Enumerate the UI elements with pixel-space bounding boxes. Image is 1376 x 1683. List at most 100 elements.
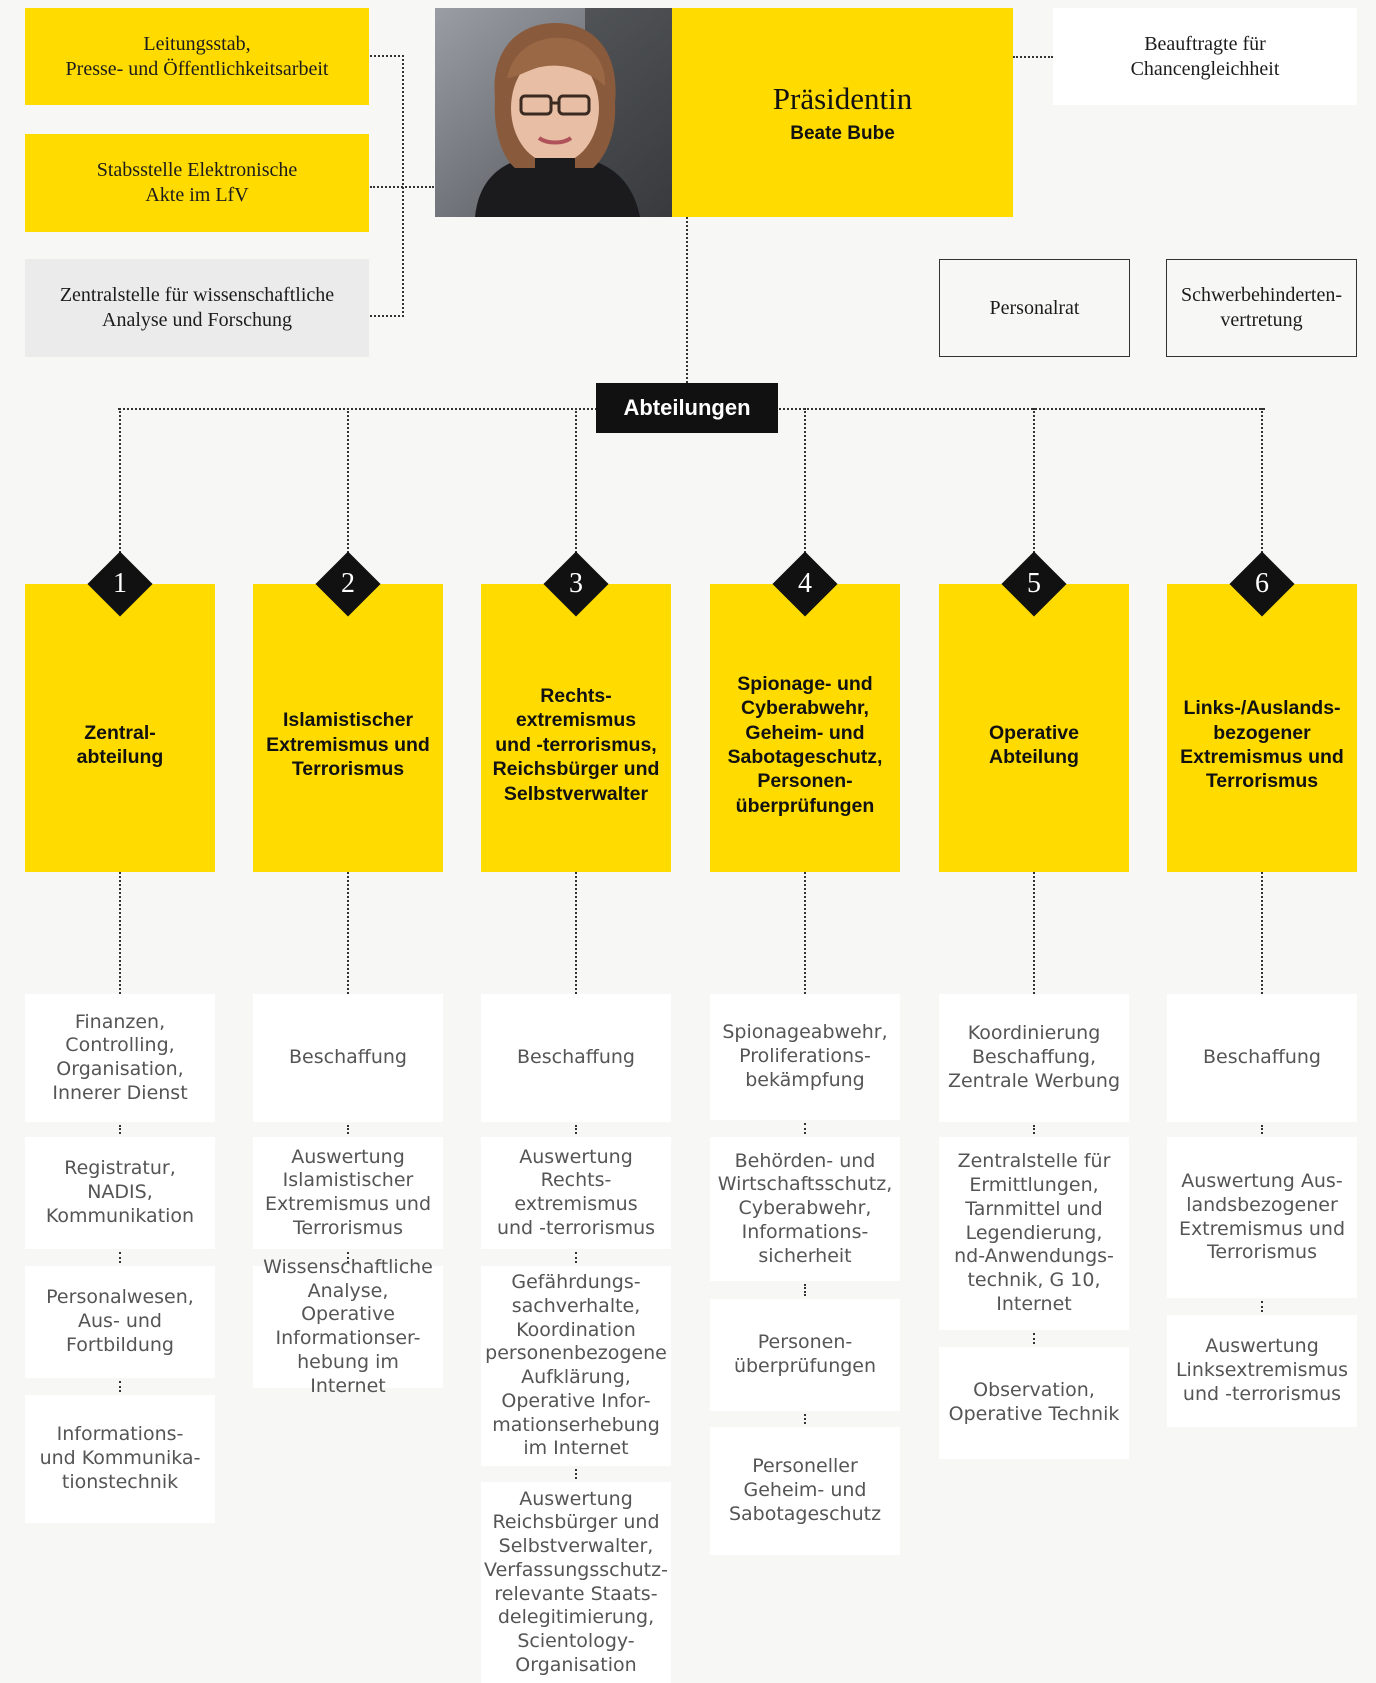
connector [575,1252,577,1263]
unit-label: Spionageabwehr, Proliferations- bekämpfu… [722,1021,888,1091]
unit-label: Personen- überprüfungen [733,1331,877,1377]
connector [686,217,688,383]
unit-box: Spionageabwehr, Proliferations- bekämpfu… [710,994,900,1120]
unit-label: Beschaffung [517,1046,635,1069]
unit-box: Beschaffung [481,994,671,1122]
unit-box: Personeller Geheim- und Sabotageschutz [710,1427,900,1555]
department-number: 5 [1027,568,1041,599]
connector [1013,56,1053,58]
president-box: Präsidentin Beate Bube [672,8,1013,217]
connector [575,872,577,994]
council-schwerbehindertenvertretung: Schwerbehinderten- vertretung [1166,259,1357,357]
connector [347,1252,349,1263]
departments-label: Abteilungen [596,383,778,433]
unit-box: Koordinierung Beschaffung, Zentrale Werb… [939,994,1129,1122]
unit-label: Koordinierung Beschaffung, Zentrale Werb… [947,1022,1121,1092]
unit-box: Zentralstelle für Ermittlungen, Tarnmitt… [939,1137,1129,1330]
council-label: Personalrat [989,296,1080,319]
connector [119,1381,121,1392]
connector [119,872,121,994]
department-box-1: Zentral- abteilung [25,584,215,872]
staff-unit-label: Stabsstelle Elektronische Akte im LfV [96,159,298,206]
unit-box: Observation, Operative Technik [939,1347,1129,1459]
unit-box: Gefährdungs- sachverhalte, Koordination … [481,1266,671,1466]
department-number: 6 [1255,568,1269,599]
staff-unit-zentralstelle-analyse: Zentralstelle für wissenschaftliche Anal… [25,259,369,357]
department-name: Operative Abteilung [989,721,1079,768]
connector [804,1414,806,1424]
unit-label: Observation, Operative Technik [948,1379,1120,1425]
department-name: Rechts- extremismus und -terrorismus, Re… [492,685,660,805]
staff-unit-label: Leitungsstab, Presse- und Öffentlichkeit… [65,32,329,80]
equality-officer-label: Beauftragte für Chancengleichheit [1130,32,1280,80]
unit-label: Zentralstelle für Ermittlungen, Tarnmitt… [954,1150,1114,1315]
connector [1261,1301,1263,1312]
unit-label: Behörden- und Wirtschaftsschutz, Cyberab… [717,1149,893,1267]
unit-box: Auswertung Aus- landsbezogener Extremism… [1167,1137,1357,1298]
connector [804,408,806,584]
connector [1033,408,1035,584]
department-name: Spionage- und Cyberabwehr, Geheim- und S… [727,672,883,817]
unit-box: Beschaffung [1167,994,1357,1122]
unit-label: Auswertung Aus- landsbezogener Extremism… [1178,1170,1346,1264]
unit-label: Auswertung Linksextremismus und -terrori… [1175,1335,1349,1405]
department-box-2: Islamistischer Extremismus und Terrorism… [253,584,443,872]
unit-label: Beschaffung [1203,1046,1321,1069]
connector [1033,1333,1035,1344]
department-number: 1 [113,568,127,599]
unit-box: Beschaffung [253,994,443,1122]
connector [1261,408,1263,584]
unit-label: Informations- und Kommunika- tionstechni… [39,1423,201,1493]
staff-unit-label: Zentralstelle für wissenschaftliche Anal… [59,284,335,331]
council-label: Schwerbehinderten- vertretung [1180,284,1343,331]
connector [1261,872,1263,994]
connector [119,408,121,584]
connector [370,315,404,317]
unit-label: Gefährdungs- sachverhalte, Koordination … [485,1271,667,1460]
unit-label: Personeller Geheim- und Sabotageschutz [728,1455,882,1525]
department-name: Islamistischer Extremismus und Terrorism… [266,709,430,781]
connector [1033,872,1035,994]
department-number: 2 [341,568,355,599]
president-photo [435,8,672,217]
connector [347,1125,349,1134]
unit-label: Registratur, NADIS, Kommunikation [45,1157,195,1227]
unit-label: Auswertung Islamistischer Extremismus un… [264,1145,432,1239]
connector [575,408,577,584]
unit-label: Beschaffung [289,1046,407,1069]
unit-box: Auswertung Reichsbürger und Selbstverwal… [481,1482,671,1683]
unit-label: Wissenschaftliche Analyse, Operative Inf… [263,1255,433,1397]
unit-box: Auswertung Linksextremismus und -terrori… [1167,1315,1357,1427]
unit-label: Finanzen, Controlling, Organisation, Inn… [52,1010,188,1104]
connector [804,1123,806,1134]
connector [370,55,404,57]
connector [119,1252,121,1263]
unit-box: Wissenschaftliche Analyse, Operative Inf… [253,1256,443,1397]
staff-unit-leitungsstab: Leitungsstab, Presse- und Öffentlichkeit… [25,8,369,105]
department-name: Zentral- abteilung [76,721,164,768]
department-name: Links-/Auslands- bezogener Extremismus u… [1180,697,1344,793]
unit-label: Auswertung Rechts- extremismus und -terr… [496,1145,656,1239]
connector [119,1125,121,1134]
staff-unit-elektronische-akte: Stabsstelle Elektronische Akte im LfV [25,134,369,232]
connector [1033,1125,1035,1134]
connector [402,55,404,317]
connector [575,1125,577,1134]
connector [347,408,349,584]
unit-box: Auswertung Islamistischer Extremismus un… [253,1137,443,1249]
connector [347,872,349,994]
department-number: 4 [798,568,812,599]
connector [1261,1125,1263,1134]
unit-box: Registratur, NADIS, Kommunikation [25,1137,215,1249]
department-box-6: Links-/Auslands- bezogener Extremismus u… [1167,584,1357,872]
unit-box: Informations- und Kommunika- tionstechni… [25,1395,215,1523]
connector [804,1284,806,1296]
council-personalrat: Personalrat [939,259,1130,357]
connector [575,1469,577,1479]
unit-box: Auswertung Rechts- extremismus und -terr… [481,1137,671,1249]
connector [804,872,806,994]
department-number: 3 [569,568,583,599]
portrait-image [435,8,672,217]
department-box-5: Operative Abteilung [939,584,1129,872]
president-title: Präsidentin [772,80,913,116]
